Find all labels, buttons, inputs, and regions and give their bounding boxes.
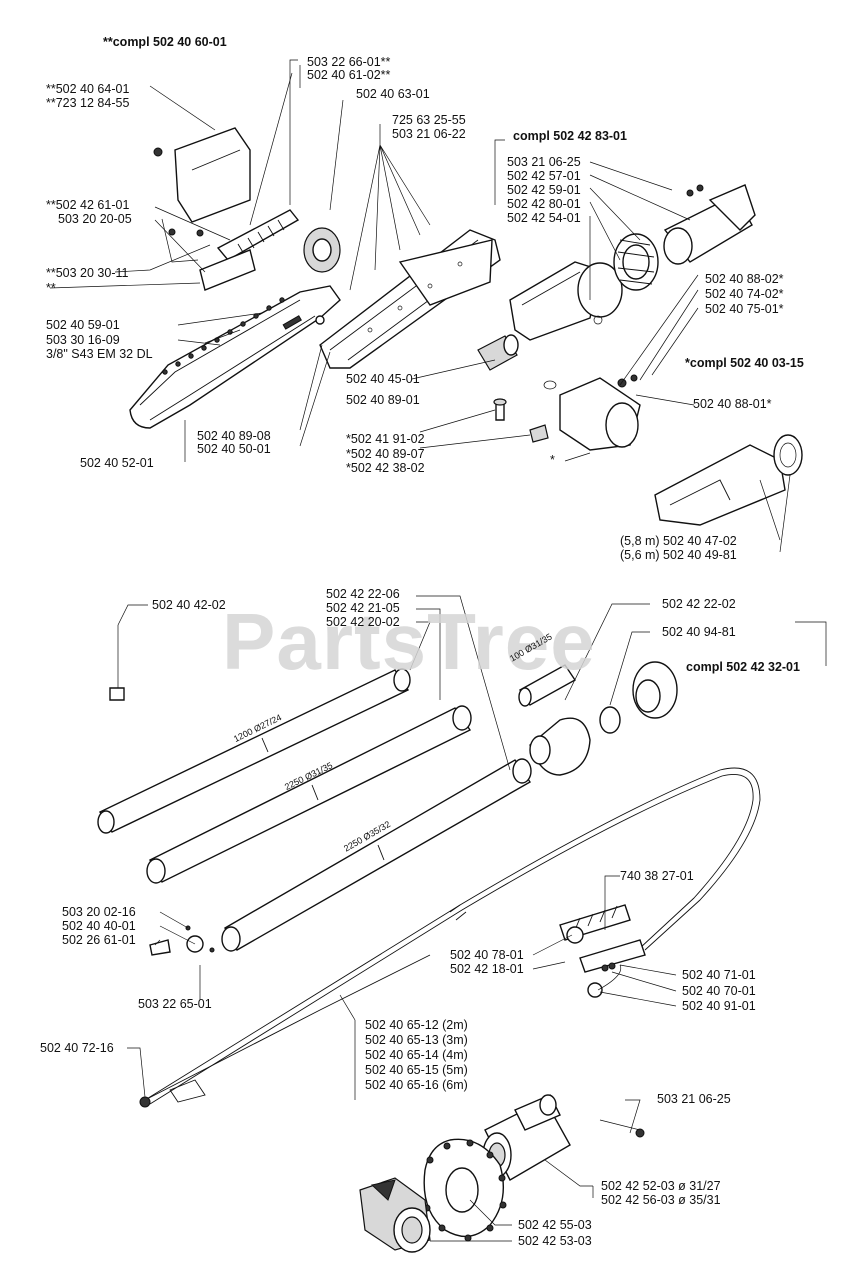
wing-nut-illustration [359,1177,431,1253]
lower-leader-lines [117,595,827,1242]
part-label-502422002: 502 42 20-02 [326,615,400,629]
part-label-502425203: 502 42 52-03 ø 31/27 [601,1179,721,1193]
part-label-502406301: 502 40 63-01 [356,87,430,101]
clamp-bracket-illustration [153,127,251,223]
part-label-502425901: 502 42 59-01 [507,183,581,197]
part-label-502407216: 502 40 72-16 [40,1041,114,1055]
assembly-label-compl-502428301: compl 502 42 83-01 [513,129,627,143]
part-label-502408907: *502 40 89-07 [346,447,425,461]
part-label-502406102: 502 40 61-02** [307,68,391,82]
part-label-502406514: 502 40 65-14 (4m) [365,1048,468,1062]
part-label-502407801: 502 40 78-01 [450,948,524,962]
part-label-502425503: 502 42 55-03 [518,1218,592,1232]
part-label-502406516: 502 40 65-16 (6m) [365,1078,468,1092]
part-label-502422206: 502 42 22-06 [326,587,400,601]
assembly-label-compl-502400315: *compl 502 40 03-15 [685,356,804,370]
tube-middle-illustration [146,705,472,884]
part-label-saw-chain: 3/8" S43 EM 32 DL [46,347,153,361]
tensioner-illustration [168,209,300,291]
part-label-502407402: 502 40 74-02* [705,287,784,301]
tube-lower-illustration [221,758,532,952]
part-label-502421801: 502 42 18-01 [450,962,524,976]
assembly-label-compl-502406001: **compl 502 40 60-01 [103,35,227,49]
part-label-single-star: * [550,453,555,467]
part-label-502428001: 502 42 80-01 [507,197,581,211]
coupling-illustration [518,661,678,776]
part-label-503210625-lower: 503 21 06-25 [657,1092,731,1106]
part-label-502405001: 502 40 50-01 [197,442,271,456]
flex-shaft-illustration [139,767,761,1108]
part-label-502406401: **502 40 64-01 [46,82,130,96]
part-label-502426101: **502 42 61-01 [46,198,130,212]
bushing-illustration [477,334,519,371]
part-label-503226601: 503 22 66-01** [307,55,391,69]
bar-mount-housing-illustration [319,229,501,369]
part-label-502404981: (5,6 m) 502 40 49-81 [620,548,737,562]
part-label-502406515: 502 40 65-15 (5m) [365,1063,468,1077]
part-label-502405901: 502 40 59-01 [46,318,120,332]
part-label-502407101: 502 40 71-01 [682,968,756,982]
part-label-502408802: 502 40 88-02* [705,272,784,286]
oil-tank-illustration [493,374,641,451]
part-label-502425401: 502 42 54-01 [507,211,581,225]
part-label-503200216: 503 20 02-16 [62,905,136,919]
part-label-502407501: 502 40 75-01* [705,302,784,316]
part-label-725632555: 725 63 25-55 [392,113,466,127]
nozzle-sleeve-illustration [654,434,803,526]
part-label-502404202: 502 40 42-02 [152,598,226,612]
part-label-502422105: 502 42 21-05 [326,601,400,615]
part-label-502406513: 502 40 65-13 (3m) [365,1033,468,1047]
sprocket-illustration [303,227,341,273]
part-label-503210625: 503 21 06-25 [507,155,581,169]
part-label-502425303: 502 42 53-03 [518,1234,592,1248]
part-label-double-star: ** [46,281,56,295]
part-label-502404001: 502 40 40-01 [62,919,136,933]
part-label-723128455: **723 12 84-55 [46,96,130,110]
part-label-502408801: 502 40 88-01* [693,397,772,411]
guide-bar-illustration [129,285,341,429]
part-label-502425701: 502 42 57-01 [507,169,581,183]
top-leader-lines [49,59,791,553]
part-label-502419102: *502 41 91-02 [346,432,425,446]
assembly-label-compl-502423201: compl 502 42 32-01 [686,660,800,674]
part-label-502409481: 502 40 94-81 [662,625,736,639]
part-label-502407001: 502 40 70-01 [682,984,756,998]
watermark: PartsTree [222,597,596,686]
part-label-502266101: 502 26 61-01 [62,933,136,947]
gear-housing-illustration [509,184,756,341]
bottom-coupling-illustration [482,1094,645,1181]
part-label-503226501: 503 22 65-01 [138,997,212,1011]
part-label-503202005: 503 20 20-05 [58,212,132,226]
part-label-502406512: 502 40 65-12 (2m) [365,1018,468,1032]
part-label-502408901: 502 40 89-01 [346,393,420,407]
part-label-503301609: 503 30 16-09 [46,333,120,347]
part-label-503203011: **503 20 30-11 [46,266,129,280]
part-label-502408908: 502 40 89-08 [197,429,271,443]
part-label-502422202: 502 42 22-02 [662,597,736,611]
part-label-740382701: 740 38 27-01 [620,869,694,883]
mid-small-parts-illustration [109,625,215,956]
star-washer-illustration [423,1138,507,1242]
part-label-502409101: 502 40 91-01 [682,999,756,1013]
part-label-503210622: 503 21 06-22 [392,127,466,141]
part-label-502404501: 502 40 45-01 [346,372,420,386]
part-label-502425603: 502 42 56-03 ø 35/31 [601,1193,721,1207]
part-label-502404702: (5,8 m) 502 40 47-02 [620,534,737,548]
part-label-502405201: 502 40 52-01 [80,456,154,470]
tube-upper-illustration [97,668,411,834]
part-label-502423802: *502 42 38-02 [346,461,425,475]
